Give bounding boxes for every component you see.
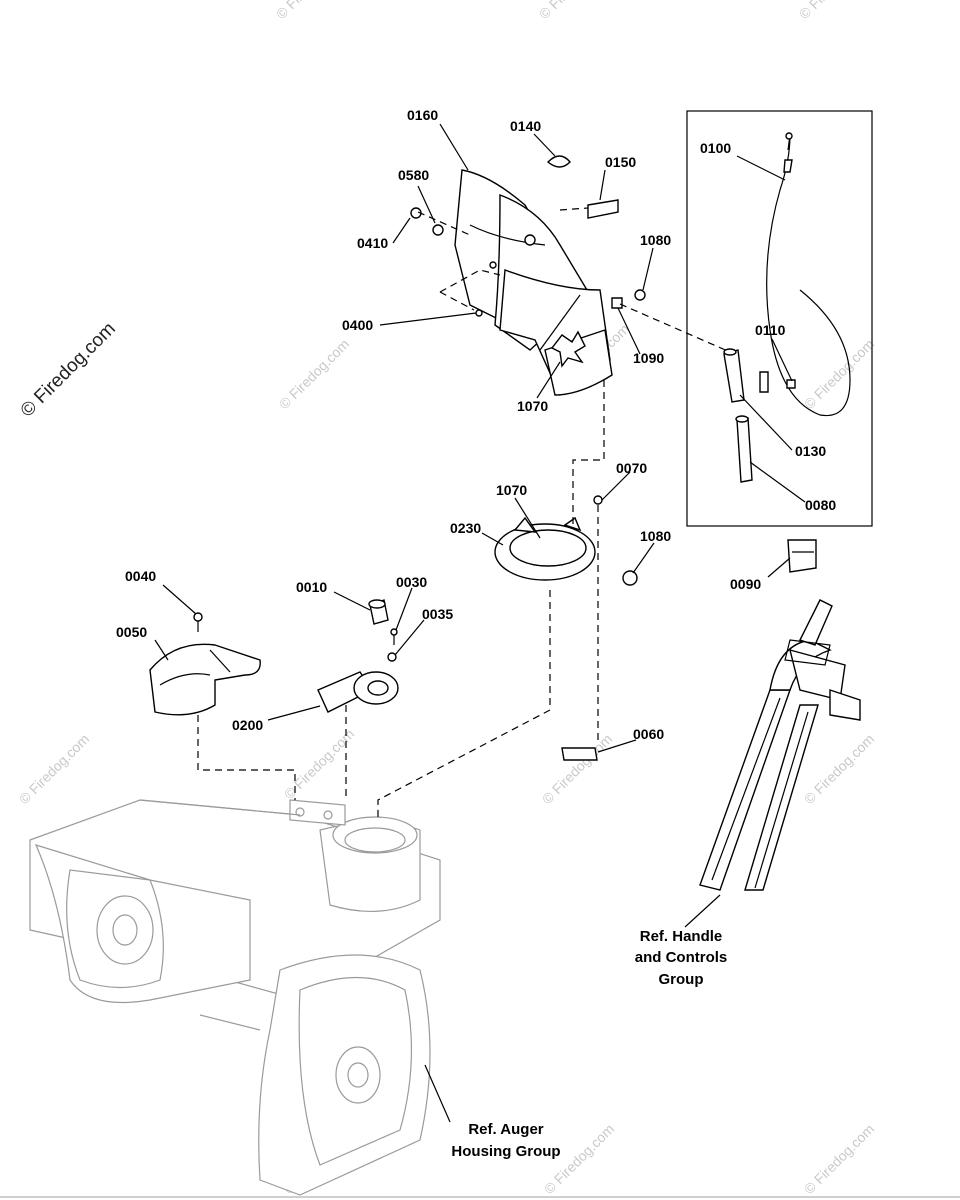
label-0040: 0040 bbox=[125, 568, 156, 584]
faint-watermarks: © Firedog.com © Firedog.com © Firedog.co… bbox=[16, 0, 877, 1197]
motor-cover bbox=[149, 643, 261, 716]
label-1080: 1080 bbox=[640, 528, 671, 544]
ref-handle-line1: Ref. Handle bbox=[640, 928, 723, 945]
label-0060: 0060 bbox=[633, 726, 664, 742]
ref-handle-line3: Group bbox=[659, 971, 704, 988]
leader-lines bbox=[154, 123, 806, 1123]
chute-motor bbox=[317, 599, 399, 713]
label-1070: 1070 bbox=[496, 482, 527, 498]
reference-labels: Ref. Handle and Controls Group Ref. Auge… bbox=[451, 928, 727, 1160]
label-0010: 0010 bbox=[296, 579, 327, 595]
auger-housing-illustration bbox=[29, 799, 441, 1196]
label-0130: 0130 bbox=[795, 443, 826, 459]
label-1080: 1080 bbox=[640, 232, 671, 248]
hardware-parts bbox=[193, 155, 646, 761]
label-0160: 0160 bbox=[407, 107, 438, 123]
watermark-faint: © Firedog.com bbox=[536, 0, 612, 22]
ref-handle-line2: and Controls bbox=[635, 949, 728, 966]
chute-assembly bbox=[454, 169, 613, 397]
label-1090: 1090 bbox=[633, 350, 664, 366]
label-0410: 0410 bbox=[357, 235, 388, 251]
handle-illustration bbox=[699, 599, 861, 891]
label-0230: 0230 bbox=[450, 520, 481, 536]
label-1070: 1070 bbox=[517, 398, 548, 414]
label-0035: 0035 bbox=[422, 606, 453, 622]
part-labels: 0160 0140 0150 0580 0410 1080 0400 1090 … bbox=[116, 107, 836, 742]
label-0100: 0100 bbox=[700, 140, 731, 156]
label-0050: 0050 bbox=[116, 624, 147, 640]
label-0110: 0110 bbox=[755, 322, 786, 338]
watermark-faint: © Firedog.com bbox=[16, 731, 92, 807]
label-0580: 0580 bbox=[398, 167, 429, 183]
label-0400: 0400 bbox=[342, 317, 373, 333]
watermark-faint: © Firedog.com bbox=[801, 731, 877, 807]
label-0090: 0090 bbox=[730, 576, 761, 592]
chute-switch bbox=[787, 539, 817, 573]
label-0140: 0140 bbox=[510, 118, 541, 134]
chute-ring bbox=[494, 516, 596, 581]
label-0030: 0030 bbox=[396, 574, 427, 590]
watermark-faint: © Firedog.com bbox=[539, 731, 615, 807]
label-0200: 0200 bbox=[232, 717, 263, 733]
assembly-dashed-lines bbox=[197, 207, 731, 818]
cable-kit-box bbox=[686, 110, 873, 527]
label-0150: 0150 bbox=[605, 154, 636, 170]
ref-auger-line1: Ref. Auger bbox=[468, 1121, 543, 1138]
watermark-faint: © Firedog.com bbox=[801, 1121, 877, 1197]
watermark-faint: © Firedog.com bbox=[276, 336, 352, 412]
watermark-faint: © Firedog.com bbox=[796, 0, 872, 22]
label-0070: 0070 bbox=[616, 460, 647, 476]
ref-auger-line2: Housing Group bbox=[451, 1143, 560, 1160]
watermark-faint: © Firedog.com bbox=[273, 0, 349, 22]
watermark-side: © Firedog.com bbox=[17, 318, 120, 421]
label-0080: 0080 bbox=[805, 497, 836, 513]
watermark-faint: © Firedog.com bbox=[801, 336, 877, 412]
